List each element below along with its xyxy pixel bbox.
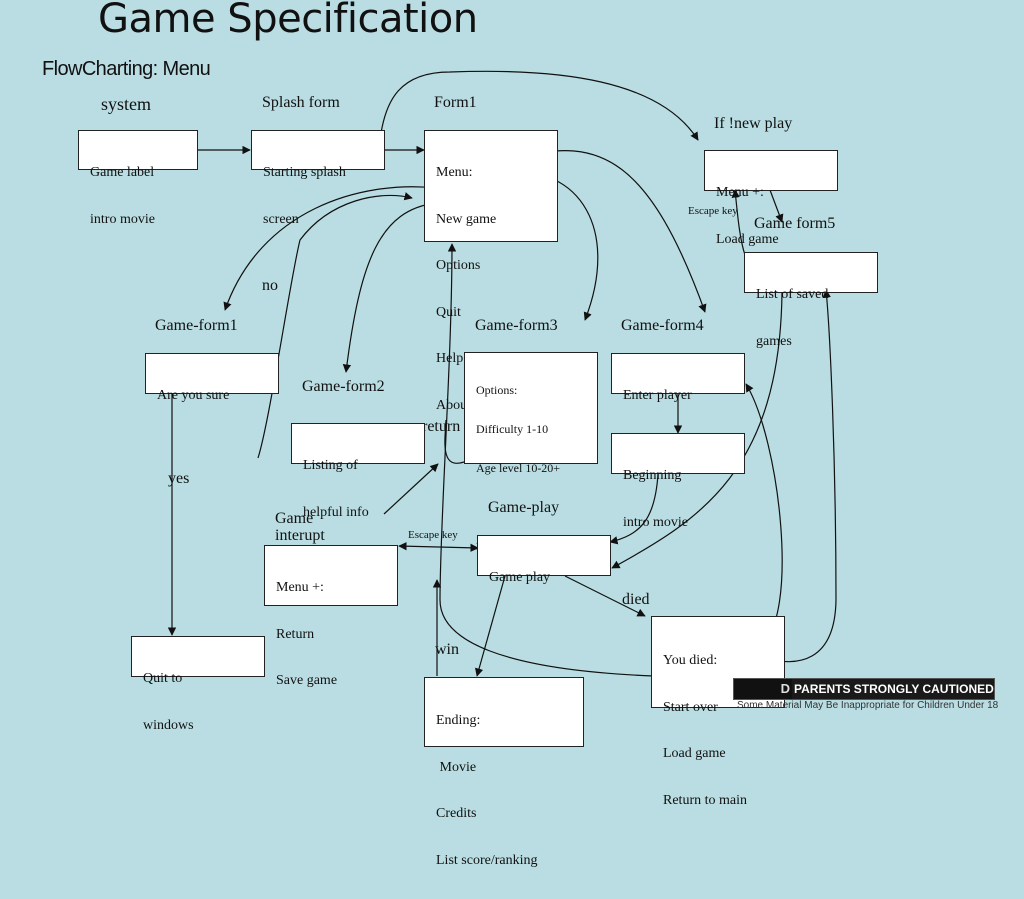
box-line: Menu +: xyxy=(276,580,324,595)
rating-strip: D PARENTS STRONGLY CAUTIONED xyxy=(733,678,995,700)
box-options: Options: Difficulty 1-10 Age level 10-20… xyxy=(464,352,598,554)
arrow-gameplay-to-interrupt xyxy=(398,541,479,553)
box-line: Game play xyxy=(489,570,551,585)
flowchart-canvas: Game Specification FlowCharting: Menu xyxy=(42,0,1001,868)
box-line: games xyxy=(756,333,792,349)
arrow-beginning-to-gameplay xyxy=(609,473,659,545)
box-line: Load game xyxy=(716,231,779,247)
label-game-play: Game-play xyxy=(488,499,560,516)
box-line: Starting splash xyxy=(263,165,346,180)
label-game-form4: Game-form4 xyxy=(621,317,704,334)
arrow-splash-to-newplay xyxy=(379,70,699,141)
arrow-startover-to-enter xyxy=(745,383,783,646)
box-line: intro movie xyxy=(90,211,155,227)
label-no: no xyxy=(262,277,278,294)
label-return: return xyxy=(422,418,461,435)
box-are-you-sure: Are you sure xyxy=(145,353,279,403)
box-line: helpful info xyxy=(303,504,369,520)
page-title: Game Specification xyxy=(98,0,478,42)
arrow-died-to-form1 xyxy=(439,243,655,677)
box-line: Listing of xyxy=(303,458,358,473)
box-splash: Starting splash screen xyxy=(251,130,385,227)
arrow-gameplay-to-ending xyxy=(474,575,506,677)
rating-subtitle: Some Material May Be Inappropriate for C… xyxy=(737,700,999,711)
label-form1: Form1 xyxy=(434,94,477,111)
box-line: You died: xyxy=(663,653,718,668)
box-line: Beginning xyxy=(623,468,682,483)
rating-letter: D xyxy=(734,679,792,699)
box-line: Load game xyxy=(663,746,726,761)
box-line: List of saved xyxy=(756,287,829,302)
box-main-menu: Menu: New game Options Quit Help About, … xyxy=(424,130,558,413)
box-line: Credits xyxy=(436,806,477,821)
box-line: Age level 10-20+ xyxy=(476,461,561,475)
box-enter-player: Enter player information xyxy=(611,353,745,450)
box-saved-games: List of saved games xyxy=(744,252,878,349)
box-load-menu: Menu +: Load game xyxy=(704,150,838,247)
label-game-interupt-2: interupt xyxy=(275,527,325,544)
box-interrupt-menu: Menu +: Return Save game xyxy=(264,545,398,688)
box-game-label: Game label intro movie xyxy=(78,130,198,227)
arrow-gameplay-to-died xyxy=(564,575,646,617)
label-escape-key-mid: Escape key xyxy=(408,529,458,541)
arrow-quit-to-form1 xyxy=(223,186,437,311)
arrow-help-to-form2 xyxy=(342,202,437,373)
rating-title: PARENTS STRONGLY CAUTIONED xyxy=(794,682,994,696)
connector-layer xyxy=(167,70,837,677)
label-escape-key-top: Escape key xyxy=(688,205,738,217)
box-line: intro movie xyxy=(623,514,688,530)
box-line: screen xyxy=(263,211,299,227)
label-splash-form: Splash form xyxy=(262,94,340,111)
box-line: List score/ranking xyxy=(436,852,538,868)
label-game-form2: Game-form2 xyxy=(302,378,385,395)
label-game-form3: Game-form3 xyxy=(475,317,558,334)
box-game-play: Game play xyxy=(477,535,611,585)
box-line: Menu +: xyxy=(716,185,764,200)
box-line: Help xyxy=(436,351,464,366)
arrow-interrupt-to-menu xyxy=(383,463,439,515)
box-line: Are you sure xyxy=(157,388,230,403)
box-line: Return to main xyxy=(663,792,747,808)
box-line: Menu: xyxy=(436,165,473,180)
label-yes: yes xyxy=(168,470,190,487)
box-line: Return xyxy=(276,626,315,642)
label-if-new-play: If !new play xyxy=(714,115,793,132)
box-line: Enter player xyxy=(623,388,692,403)
box-line: Quit xyxy=(436,304,461,320)
arrow-saved-to-gameplay xyxy=(611,291,783,569)
box-beginning-movie: Beginning intro movie xyxy=(611,433,745,530)
box-line: Start over xyxy=(663,699,718,715)
label-game-form5: Game form5 xyxy=(754,215,836,232)
box-line: Options: xyxy=(476,383,518,397)
arrow-form1-to-menu xyxy=(257,192,413,459)
box-quit-windows: Quit to windows xyxy=(131,636,265,733)
box-ending: Ending: Movie Credits List score/ranking xyxy=(424,677,584,868)
rating-badge: D PARENTS STRONGLY CAUTIONED Some Materi… xyxy=(733,676,1001,716)
box-line: : xyxy=(476,500,492,514)
label-game-interupt-1: Game xyxy=(275,510,314,527)
label-game-form1: Game-form1 xyxy=(155,317,238,334)
box-line: New game xyxy=(436,211,497,227)
box-line: Quit to xyxy=(143,671,183,686)
box-line: Ending: xyxy=(436,713,481,728)
box-line: Movie xyxy=(436,759,477,775)
box-helpful-info: Listing of helpful info xyxy=(291,423,425,520)
page-subtitle: FlowCharting: Menu xyxy=(42,58,211,80)
box-line: Difficulty 1-10 xyxy=(476,422,549,436)
label-win: win xyxy=(435,641,459,658)
arrow-saved-to-load-esc xyxy=(731,189,746,256)
box-line: Game label xyxy=(90,165,155,180)
label-died: died xyxy=(622,591,650,608)
label-system: system xyxy=(101,94,152,114)
arrow-loadgame-to-saved xyxy=(757,289,837,663)
box-line: Options xyxy=(436,258,481,273)
box-line: Save game xyxy=(276,673,338,688)
arrow-load-to-saved xyxy=(769,189,784,223)
box-line: windows xyxy=(143,717,194,733)
